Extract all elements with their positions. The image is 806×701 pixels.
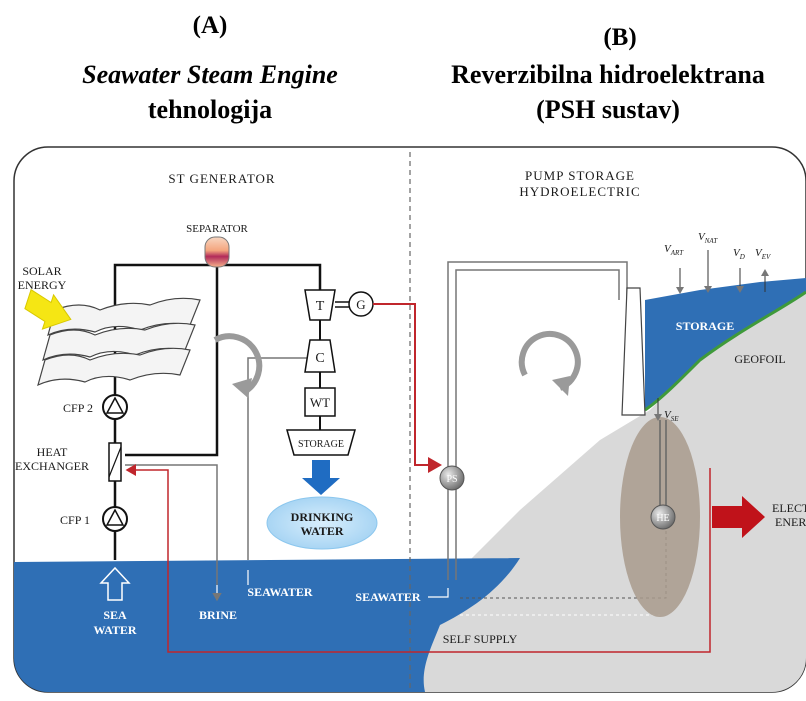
self-supply-line (125, 464, 711, 653)
v-nat-label: VNAT (698, 231, 718, 245)
geofoil-liner (644, 290, 806, 412)
seawater-left-label: SEAWATER (247, 585, 312, 599)
cfp2-label: CFP 2 (63, 401, 93, 415)
cfp1-label: CFP 1 (60, 513, 90, 527)
heat-exchanger-diagonal (108, 446, 122, 478)
sea-water-label-1: SEA (103, 608, 127, 622)
drinking-water-cloud (266, 496, 378, 550)
separator-label: SEPARATOR (186, 223, 248, 235)
header-a-title: tehnologija (147, 95, 273, 124)
wt-label: WT (310, 395, 330, 410)
sea (14, 558, 520, 692)
cycle-arrow-right-icon (518, 330, 581, 391)
heat-exchanger-label-1: HEAT (37, 445, 68, 459)
pipe-separator-down (125, 262, 219, 457)
pipe-brine (125, 464, 218, 585)
compressor (304, 339, 336, 373)
sea-water-label-2: WATER (93, 623, 136, 637)
dam-wall (621, 287, 646, 416)
he-station (650, 504, 676, 530)
drinking-storage-label: STORAGE (298, 439, 344, 450)
seawater-right-label: SEAWATER (355, 590, 420, 604)
seawater-up-arrow-icon (99, 566, 131, 601)
electric-label-2: ENERGY (775, 515, 806, 529)
turbine (304, 289, 336, 321)
pipe-seawater-inlet (247, 357, 320, 560)
reservoir (645, 278, 806, 410)
turbine-label: T (316, 299, 325, 314)
reservoir-storage-label: STORAGE (676, 319, 734, 333)
drinking-down-arrow-icon (302, 460, 340, 495)
drinking-storage-tank (286, 429, 356, 456)
drinking-water-label-2: WATER (300, 524, 343, 538)
he-label: HE (656, 513, 669, 524)
v-art-label: VART (664, 243, 684, 257)
geofoil-label: GEOFOIL (734, 352, 785, 366)
cycle-arrowhead-icon (232, 378, 252, 398)
v-se-label: VSE (664, 409, 679, 423)
right-panel-title-1: PUMP STORAGE (525, 168, 635, 183)
header-b-title: Reverzibilna hidroelektrana (451, 60, 765, 89)
ps-station (439, 465, 465, 491)
header-a-tag: (A) (192, 12, 228, 39)
cycle-arrow-icon (213, 333, 263, 395)
v-d-label: VD (733, 247, 745, 261)
penstock-inner (455, 269, 620, 580)
brine-label: BRINE (199, 608, 237, 622)
header-b-tag: (B) (603, 24, 637, 51)
drinking-water-label-1: DRINKING (291, 510, 354, 524)
compressor-label: C (315, 351, 324, 366)
cycle-arrowhead-right-icon (552, 376, 570, 396)
ps-label: PS (446, 474, 457, 485)
left-panel-title: ST GENERATOR (168, 171, 275, 186)
solar-label-1: SOLAR (22, 264, 61, 278)
solar-panels (37, 297, 201, 387)
seawater-right-arrow (428, 588, 449, 598)
electric-label-1: ELECTRIC (772, 501, 806, 515)
right-panel-title-2: HYDROELECTRIC (519, 184, 640, 199)
power-line-g-to-ps (373, 303, 442, 473)
cfp1-pump-glyph (105, 508, 125, 526)
cfp2-pump-glyph (105, 396, 125, 414)
v-ev-label: VEV (755, 247, 771, 261)
solar-label-2: ENERGY (18, 278, 67, 292)
separator-vessel (204, 236, 230, 268)
water-treatment (304, 387, 336, 417)
header-b-subtitle: (PSH sustav) (536, 95, 680, 124)
penstock-outer (447, 261, 628, 580)
hill (410, 285, 806, 692)
electric-arrow-icon (712, 496, 765, 538)
header-a-title-italic: Seawater Steam Engine (82, 60, 338, 89)
solar-arrow-icon (24, 288, 72, 330)
self-supply-label: SELF SUPPLY (443, 632, 518, 646)
generator-label: G (356, 297, 365, 312)
heat-exchanger-label-2: EXCHANGER (15, 459, 89, 473)
